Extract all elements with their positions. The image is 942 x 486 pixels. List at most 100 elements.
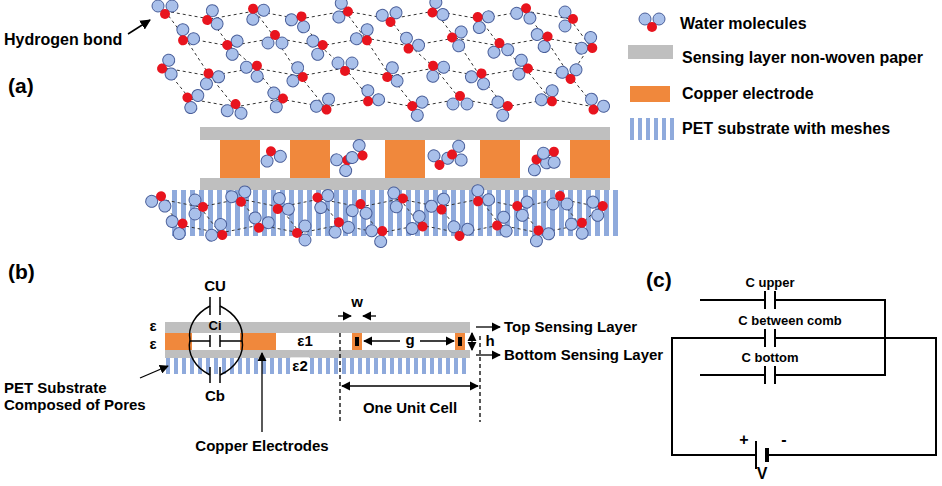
pore-stripe bbox=[318, 358, 322, 374]
pore-stripe bbox=[270, 358, 274, 374]
water-molecule bbox=[345, 197, 374, 220]
legend-label: Copper electrode bbox=[682, 85, 932, 103]
permittivity-label: ε2 bbox=[290, 357, 309, 374]
water-molecule bbox=[573, 29, 604, 61]
water-molecule bbox=[486, 36, 515, 59]
water-molecule bbox=[355, 82, 387, 113]
water-molecule bbox=[395, 30, 427, 59]
capacitance-label: C bottom bbox=[741, 351, 798, 366]
mesh-stripe bbox=[613, 190, 618, 236]
pore-stripe bbox=[422, 358, 426, 374]
water-molecule bbox=[445, 24, 468, 53]
water-molecule bbox=[535, 140, 567, 171]
pore-stripe bbox=[310, 358, 314, 374]
copper-electrode bbox=[290, 140, 330, 178]
polarity-sign: + bbox=[739, 431, 748, 449]
mesh-stripe bbox=[670, 118, 674, 140]
pore-stripe bbox=[438, 358, 442, 374]
water-molecule bbox=[512, 53, 535, 82]
pore-stripe bbox=[462, 358, 466, 374]
water-molecule bbox=[203, 216, 234, 248]
water-molecule bbox=[177, 84, 206, 116]
water-molecule bbox=[525, 220, 557, 249]
pore-stripe bbox=[398, 358, 402, 374]
water-molecule bbox=[363, 218, 394, 250]
dimension-arrows bbox=[140, 316, 500, 432]
copper-electrode bbox=[480, 140, 520, 178]
capacitance-label: CU bbox=[204, 277, 226, 294]
water-molecule bbox=[563, 211, 595, 242]
panel-letter: (b) bbox=[8, 260, 35, 284]
legend-label: Water molecules bbox=[680, 15, 930, 33]
water-molecule bbox=[332, 57, 358, 76]
layer-label: Bottom Sensing Layer bbox=[504, 346, 663, 363]
pore-stripe bbox=[326, 358, 330, 374]
panel-letter: (c) bbox=[646, 268, 672, 292]
mesh-stripe bbox=[654, 118, 658, 140]
pore-stripe bbox=[430, 358, 434, 374]
dimension-label: w bbox=[351, 293, 363, 310]
water-molecule bbox=[155, 53, 178, 82]
water-molecule bbox=[152, 0, 178, 19]
pore-stripe bbox=[406, 358, 410, 374]
unit-cell-diagram bbox=[140, 297, 500, 432]
mesh-stripe bbox=[630, 118, 634, 140]
polarity-sign: - bbox=[781, 431, 786, 449]
water-molecule bbox=[547, 191, 573, 210]
pore-stripe bbox=[390, 358, 394, 374]
electrode-mark bbox=[458, 337, 462, 346]
copper-electrode bbox=[240, 333, 276, 350]
pore-stripe bbox=[342, 358, 346, 374]
legend-swatch bbox=[630, 86, 670, 102]
copper-electrode bbox=[165, 333, 192, 350]
pore-stripe bbox=[366, 358, 370, 374]
pore-stripe bbox=[382, 358, 386, 374]
water-molecule bbox=[308, 91, 340, 120]
pore-stripe bbox=[454, 358, 458, 374]
permittivity-label: ε bbox=[149, 335, 156, 352]
part-label: Copper Electrodes bbox=[195, 437, 328, 454]
capacitance-label: Ci bbox=[209, 319, 222, 334]
water-molecule bbox=[348, 21, 380, 52]
water-molecule bbox=[580, 91, 612, 120]
callout-label: Hydrogen bond bbox=[4, 31, 122, 49]
water-molecule bbox=[490, 210, 513, 239]
mesh-stripe bbox=[604, 190, 609, 236]
pore-stripe bbox=[358, 358, 362, 374]
water-molecule bbox=[305, 31, 332, 62]
capacitor-loop bbox=[189, 297, 242, 383]
water-molecule bbox=[404, 208, 433, 240]
pore-stripe bbox=[446, 358, 450, 374]
water-molecule bbox=[639, 13, 665, 32]
copper-electrode bbox=[455, 333, 465, 350]
mesh-stripe bbox=[646, 118, 650, 140]
water-molecule bbox=[387, 185, 410, 214]
water-molecule bbox=[198, 3, 225, 34]
permittivity-label: ε1 bbox=[297, 332, 312, 349]
water-molecule bbox=[465, 182, 497, 213]
dimension-label: One Unit Cell bbox=[360, 399, 460, 416]
sensor-cross-section bbox=[128, 0, 618, 250]
pore-stripe bbox=[278, 358, 282, 374]
water-molecule bbox=[220, 97, 249, 120]
pore-stripe bbox=[238, 358, 242, 374]
water-molecule bbox=[267, 85, 290, 114]
capacitance-label: Cb bbox=[205, 387, 225, 404]
water-molecule bbox=[533, 82, 565, 113]
pore-stripe bbox=[246, 358, 250, 374]
legend-label: PET substrate with meshes bbox=[682, 120, 932, 138]
legend-label: Sensing layer non-woven paper bbox=[682, 49, 932, 67]
capacitance-label: C between comb bbox=[738, 314, 841, 329]
water-molecule bbox=[144, 187, 175, 214]
water-molecule bbox=[238, 54, 270, 85]
bottom-sensing-layer bbox=[200, 178, 610, 190]
water-molecule bbox=[375, 6, 404, 29]
water-molecule bbox=[245, 210, 276, 237]
legend-samples bbox=[630, 13, 674, 140]
pore-stripe bbox=[214, 358, 218, 374]
water-molecule bbox=[463, 63, 495, 92]
water-molecule bbox=[328, 147, 359, 179]
copper-electrode bbox=[352, 333, 362, 350]
pore-stripe bbox=[374, 358, 378, 374]
